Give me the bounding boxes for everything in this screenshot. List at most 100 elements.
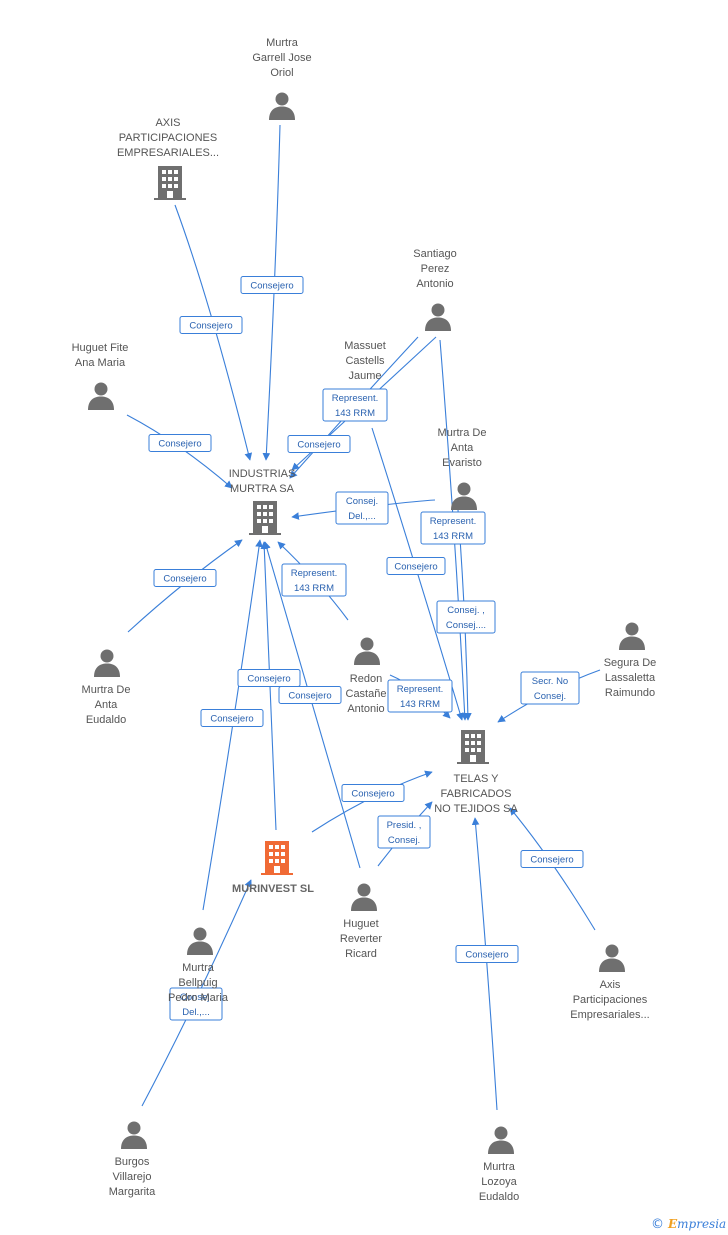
relation-label-text: Represent. [430, 516, 476, 527]
node-label: Massuet [344, 340, 386, 352]
relation-label[interactable]: Represent.143 RRM [420, 511, 486, 545]
relation-label-box [240, 276, 304, 294]
relation-label-text: Secr. No [532, 676, 568, 687]
node-label: Santiago [413, 248, 456, 260]
relation-label-box [386, 557, 446, 575]
relation-label[interactable]: Represent.143 RRM [322, 388, 388, 422]
node-label: Evaristo [442, 457, 482, 469]
relation-label-box [520, 671, 580, 705]
node-label: NO TEJIDOS SA [434, 803, 518, 815]
relation-label[interactable]: Consej.Del.,... [169, 987, 223, 1021]
relation-label[interactable]: Represent. 143 RRM [387, 679, 453, 713]
person-icon [94, 649, 120, 677]
relation-label[interactable]: Consejero [278, 686, 342, 704]
relation-label[interactable]: Consej.Del.,... [335, 491, 389, 525]
person-icon [451, 482, 477, 510]
relation-label-box [387, 679, 453, 713]
node-label: Anta [451, 442, 475, 454]
relation-label-box [278, 686, 342, 704]
building-icon [457, 730, 489, 764]
node-murinvest[interactable]: MURINVEST SL [232, 841, 314, 895]
person-icon [351, 883, 377, 911]
node-label: Castañe [346, 688, 387, 700]
relation-label-text: Consejero [351, 789, 394, 800]
node-label: Eudaldo [86, 714, 126, 726]
relation-label-text: Consej. , [447, 605, 485, 616]
empresia-logo: Empresia [667, 1217, 726, 1231]
node-label: Garrell Jose [252, 52, 311, 64]
node-label: INDUSTRIAS [229, 468, 296, 480]
relation-label[interactable]: Presid. ,Consej. [377, 815, 431, 849]
node-label: Eudaldo [479, 1191, 519, 1203]
node-label: Huguet [343, 918, 378, 930]
node-label: MURTRA SA [230, 483, 295, 495]
node-label: Murtra De [438, 427, 487, 439]
node-label: Perez [421, 263, 450, 275]
relation-label[interactable]: Consejero [455, 945, 519, 963]
node-label: PARTICIPACIONES [119, 132, 217, 144]
node-label: Jaume [348, 370, 381, 382]
relation-label-text: 143 RRM [400, 699, 440, 710]
person-icon [425, 303, 451, 331]
relation-label-text: Consejero [297, 440, 340, 451]
relation-label-text: Consej. [180, 992, 212, 1003]
relation-label-text: Represent. [397, 684, 443, 695]
node-label: Antonio [347, 703, 384, 715]
relation-label-text: Represent. [291, 568, 337, 579]
relation-label-text: Consej. [534, 691, 566, 702]
relation-label[interactable]: Consejero [200, 709, 264, 727]
relation-label[interactable]: Consejero [341, 784, 405, 802]
node-label: Reverter [340, 933, 383, 945]
relation-label[interactable]: Consejero [153, 569, 217, 587]
relation-label[interactable]: Consej. ,Consej.... [436, 600, 496, 634]
relation-label[interactable]: Consejero [237, 669, 301, 687]
node-label: Ana Maria [75, 357, 126, 369]
node-industrias[interactable]: INDUSTRIAS MURTRA SA [229, 468, 296, 535]
edge-line [509, 807, 596, 931]
node-axis-part[interactable]: AXISPARTICIPACIONESEMPRESARIALES... [117, 117, 219, 200]
relation-label[interactable]: Consejero [386, 557, 446, 575]
relation-label[interactable]: Consejero [179, 316, 243, 334]
node-label: Raimundo [605, 687, 655, 699]
relation-label[interactable]: Represent.143 RRM [281, 563, 347, 597]
relation-label-text: Consejero [394, 562, 437, 573]
empresia-footer: ©Empresia [651, 1217, 726, 1232]
relation-label-text: Consejero [530, 855, 573, 866]
relation-label-box [200, 709, 264, 727]
edge-labels-layer: ConsejeroConsejeroConsejeroRepresent.143… [148, 276, 584, 1021]
relation-label[interactable]: Consejero [287, 435, 351, 453]
relation-label-text: Consej. [388, 835, 420, 846]
relation-label[interactable]: Consejero [148, 434, 212, 452]
relation-label[interactable]: Consejero [520, 850, 584, 868]
relation-label-text: Represent. [332, 393, 378, 404]
node-label: Pedro Maria [168, 992, 229, 1004]
building-icon [261, 841, 293, 875]
node-label: Oriol [270, 67, 293, 79]
node-label: Huguet Fite [72, 342, 129, 354]
node-label: Castells [345, 355, 385, 367]
node-label: TELAS Y [453, 773, 499, 785]
relation-label-text: Consej. [346, 496, 378, 507]
relation-label[interactable]: Consejero [240, 276, 304, 294]
relation-label[interactable]: Secr. No Consej. [520, 671, 580, 705]
relation-label-box [287, 435, 351, 453]
node-axis-lower[interactable]: AxisParticipacionesEmpresariales... [570, 944, 650, 1022]
person-icon [121, 1121, 147, 1149]
node-label: Margarita [109, 1186, 156, 1198]
relation-label-box [377, 815, 431, 849]
relation-label-text: Consejero [247, 674, 290, 685]
